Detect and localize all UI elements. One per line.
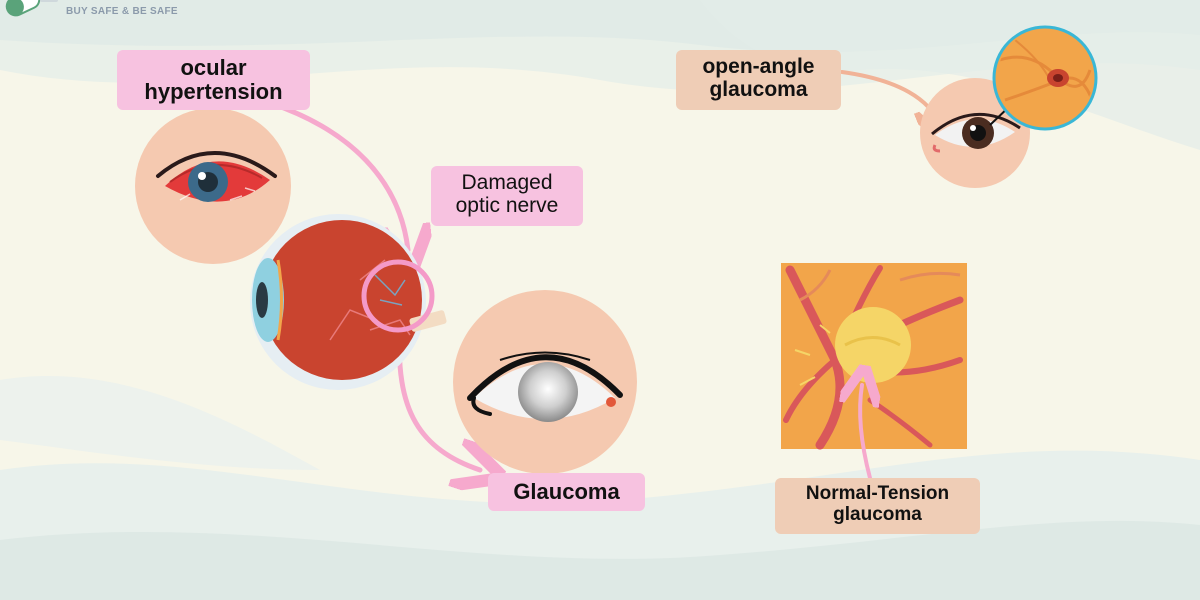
optic-disc-retina-panel (781, 263, 967, 450)
label-open-angle-glaucoma: open-angle glaucoma (676, 50, 841, 110)
brand-logo: BUY SAFE & BE SAFE (0, 0, 200, 22)
cloudy-eye-illustration (453, 290, 637, 474)
label-normal-tension-glaucoma: Normal-Tension glaucoma (775, 478, 980, 534)
label-damaged-optic-nerve: Damaged optic nerve (431, 166, 583, 226)
brand-tagline: BUY SAFE & BE SAFE (66, 6, 178, 17)
pill-logo-icon (5, 0, 58, 17)
label-ocular-hypertension: ocular hypertension (117, 50, 310, 110)
retina-magnifier (992, 25, 1098, 131)
arrow-to-optic-disc (860, 385, 870, 480)
label-glaucoma: Glaucoma (488, 473, 645, 511)
red-eye-illustration (135, 108, 291, 264)
eyeball-cross-section (250, 214, 447, 390)
arrow-to-optic-nerve (267, 100, 408, 250)
